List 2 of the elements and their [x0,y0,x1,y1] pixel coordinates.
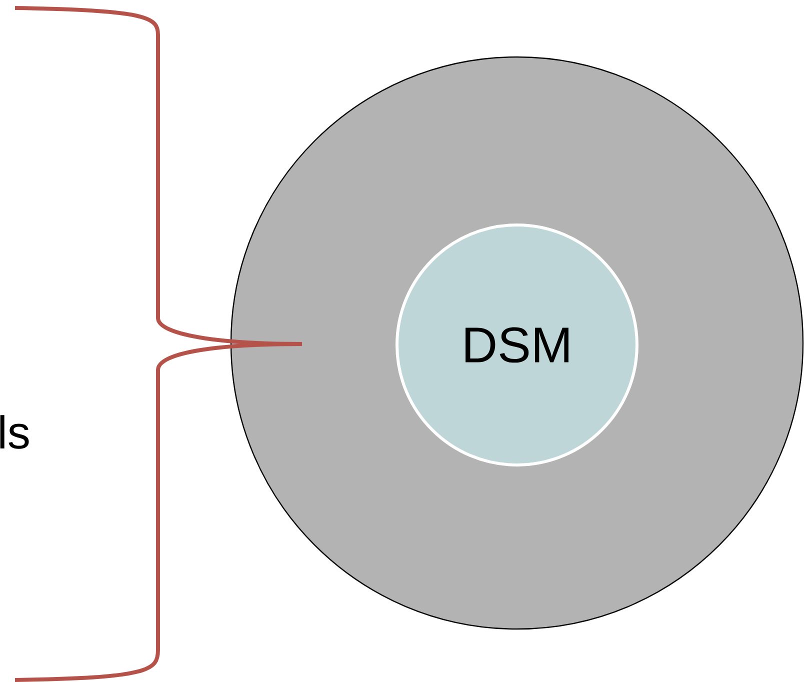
label-text: ls [0,415,29,449]
circle-label: DSM [396,224,638,466]
